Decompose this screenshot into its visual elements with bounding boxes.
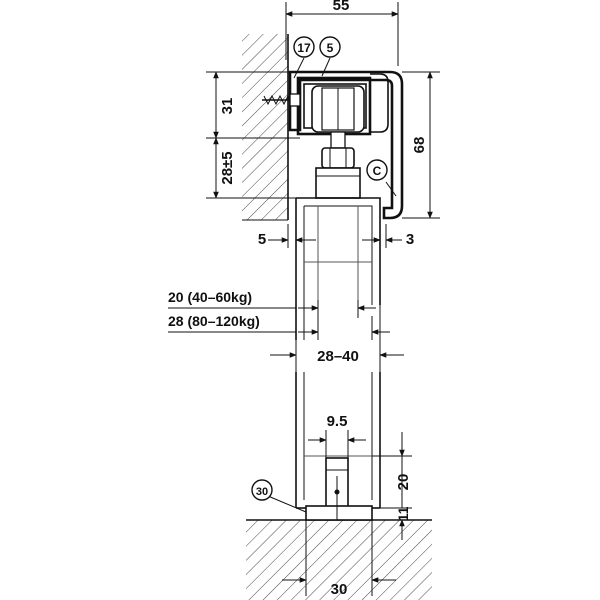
floor-guide <box>305 457 373 521</box>
top-track-assembly <box>262 70 404 220</box>
callout-5-label: 5 <box>327 41 334 55</box>
dim-gap-right-label: 3 <box>406 231 414 248</box>
dim-height-68-label: 68 <box>411 137 428 154</box>
callout-17: 17 <box>293 36 315 79</box>
callout-c-label: C <box>373 164 382 178</box>
dim-gap-left-label: 5 <box>258 231 266 248</box>
dim-door-range: 28–40 <box>270 305 404 372</box>
dim-slot-width: 9.5 <box>308 413 366 458</box>
dim-guide-gap-label: 11 <box>395 506 411 521</box>
dim-guide-height-label: 20 <box>395 474 412 491</box>
dim-height-28-label: 28±5 <box>219 151 236 184</box>
floor-section <box>246 519 432 600</box>
dim-width-20-label: 20 (40–60kg) <box>168 289 252 305</box>
callout-30: 30 <box>251 479 307 513</box>
dim-left-vertical: 31 28±5 <box>206 71 300 199</box>
callout-5: 5 <box>319 36 341 77</box>
dim-gaps: 5 3 <box>258 224 414 248</box>
dim-height-31-label: 31 <box>219 98 236 115</box>
dim-width-28-label: 28 (80–120kg) <box>168 313 260 329</box>
dim-guide-vertical: 20 11 <box>372 432 412 540</box>
dim-floor-width-label: 30 <box>331 581 348 598</box>
dim-top-width-label: 55 <box>333 0 350 14</box>
dim-right-vertical: 68 <box>402 71 440 219</box>
callout-c: C <box>366 159 397 197</box>
dim-slot-width-label: 9.5 <box>327 413 348 430</box>
dim-door-range-label: 28–40 <box>317 348 359 365</box>
door-panel-lower <box>295 372 381 509</box>
wall-section <box>242 34 289 221</box>
dim-weight-classes: 20 (40–60kg) 28 (80–120kg) <box>168 289 390 340</box>
callout-30-label: 30 <box>256 486 268 498</box>
wall-screw <box>262 93 301 107</box>
door-panel-upper <box>295 197 381 340</box>
dim-top-width: 55 <box>285 0 399 66</box>
callout-17-label: 17 <box>297 41 311 55</box>
dim-floor-width: 30 <box>282 520 396 598</box>
